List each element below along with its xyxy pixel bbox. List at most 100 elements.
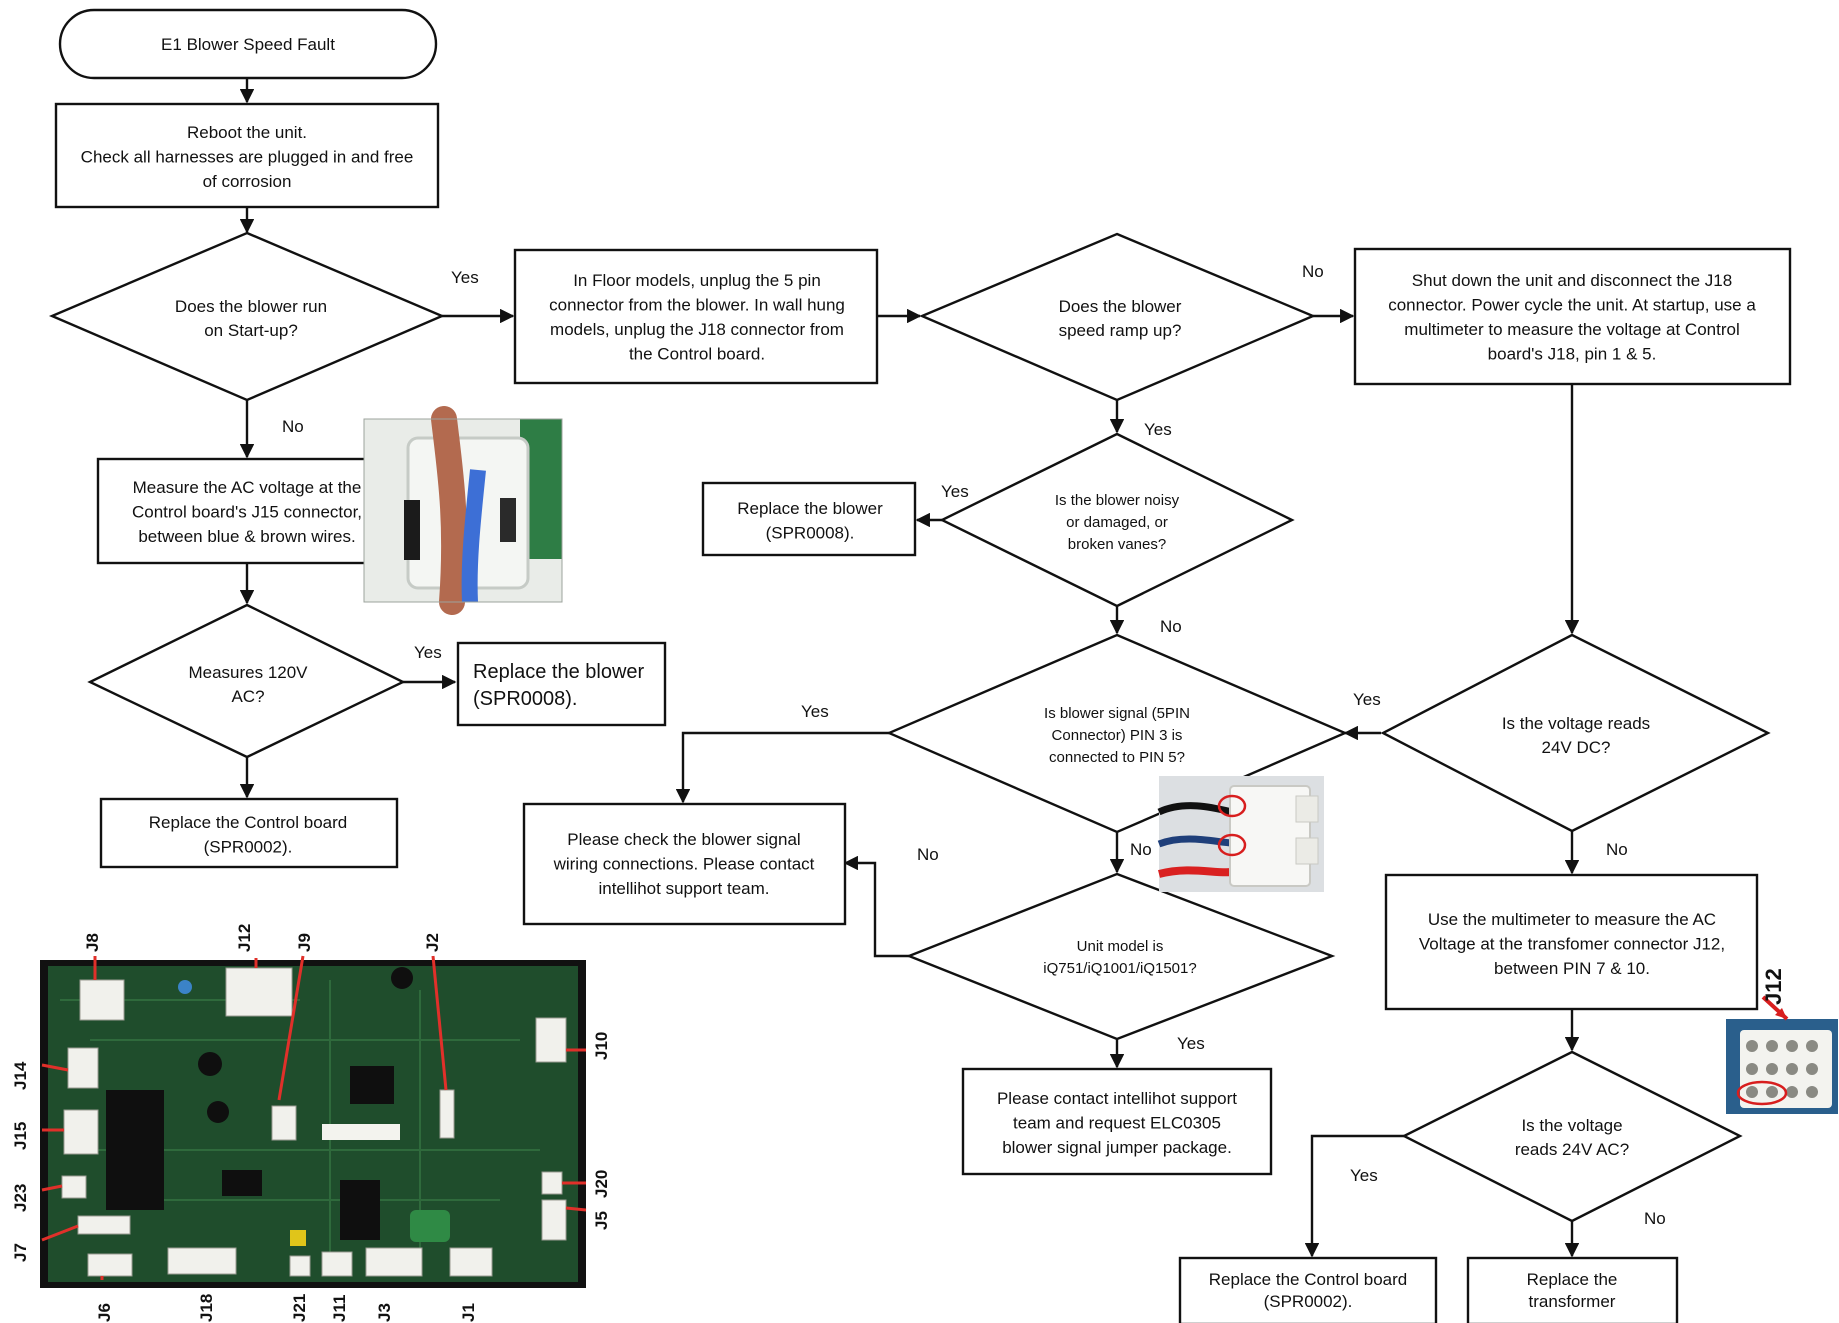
board-relay: [410, 1210, 450, 1242]
label-ramp-no: No: [1302, 262, 1324, 281]
text-line: Is the blower noisy: [1055, 492, 1180, 509]
red-wire: [1158, 866, 1233, 878]
text-line: or damaged, or: [1066, 514, 1168, 531]
process-box: [99, 797, 399, 869]
text-line: Is the voltage reads: [1502, 714, 1650, 733]
text-line: Please check the blower signal: [567, 830, 800, 849]
text-line: models, unplug the J18 connector from: [550, 320, 844, 339]
node-q-24vdc: Is the voltage reads 24V DC?: [1380, 633, 1771, 833]
node-replace-board-1-text: Replace the Control board(SPR0002).: [149, 813, 347, 857]
text-line: speed ramp up?: [1059, 321, 1182, 340]
label-model-yes: Yes: [1177, 1034, 1205, 1053]
clip-slot: [500, 498, 516, 542]
process-box: [456, 641, 667, 727]
decision-shape: [905, 872, 1336, 1041]
connector-tab: [1295, 837, 1319, 865]
text-line: team and request ELC0305: [1013, 1114, 1221, 1133]
label-24vdc-yes: Yes: [1353, 690, 1381, 709]
highlight-circle: [1217, 833, 1247, 857]
board-connectors: [61, 967, 567, 1277]
photo-j15-wires: [363, 406, 563, 615]
board-label-j2: J2: [423, 933, 442, 952]
text-line: between PIN 7 & 10.: [1494, 959, 1650, 978]
text-line: board's J18, pin 1 & 5.: [1488, 345, 1657, 364]
board-label-j3: J3: [375, 1303, 394, 1322]
node-q-24vdc-text: Is the voltage reads 24V DC?: [1502, 714, 1650, 757]
label-noisy-no: No: [1160, 617, 1182, 636]
connector-tab: [1295, 795, 1319, 823]
board-label-j18: J18: [197, 1294, 216, 1322]
text-line: transformer: [1529, 1292, 1616, 1311]
text-line: multimeter to measure the voltage at Con…: [1404, 320, 1739, 339]
text-line: AC?: [231, 687, 264, 706]
text-line: Reboot the unit.: [187, 123, 307, 142]
text-line: Does the blower run: [175, 297, 327, 316]
text-line: (SPR0008).: [766, 524, 855, 543]
node-replace-board-1: Replace the Control board(SPR0002).: [99, 797, 399, 869]
board-label-j15: J15: [11, 1122, 30, 1150]
node-shutdown-text: Shut down the unit and disconnect the J1…: [1388, 271, 1756, 364]
label-ramp-yes: Yes: [1144, 420, 1172, 439]
connector-lines: [239, 78, 1580, 1258]
text-line: the Control board.: [629, 345, 765, 364]
text-line: In Floor models, unplug the 5 pin: [573, 271, 821, 290]
decision-shape: [918, 232, 1317, 402]
process-box: [522, 802, 847, 926]
text-line: connector from the blower. In wall hung: [549, 296, 845, 315]
text-line: Measure the AC voltage at the: [133, 478, 362, 497]
text-line: (SPR0002).: [204, 838, 293, 857]
node-start: E1 Blower Speed Fault: [58, 8, 438, 80]
text-line: 24V DC?: [1542, 738, 1611, 757]
process-box: [1466, 1256, 1679, 1323]
decision-shape: [87, 603, 406, 759]
photo-j12-inset: J12: [1726, 968, 1838, 1114]
text-line: Replace the: [1527, 1270, 1618, 1289]
photo-control-board: J8 J12 J9 J2 J10 J14 J15 J23 J7 J20 J5 J…: [11, 924, 611, 1322]
process-box: [96, 457, 374, 565]
text-line: Replace the blower: [737, 499, 883, 518]
node-q-run: Does the blower run on Start-up?: [48, 231, 446, 402]
node-q-120v: Measures 120V AC?: [87, 603, 406, 759]
node-reboot-text: Reboot the unit.Check all harnesses are …: [81, 123, 414, 191]
brown-wire: [431, 406, 468, 615]
text-line: Measures 120V: [188, 663, 308, 682]
text-line: broken vanes?: [1068, 536, 1166, 553]
board-jack-labels: J8 J12 J9 J2 J10 J14 J15 J23 J7 J20 J5 J…: [11, 924, 611, 1322]
board-label-j11: J11: [330, 1295, 349, 1322]
board-label-j23: J23: [11, 1184, 30, 1212]
text-line: (SPR0002).: [1264, 1292, 1353, 1311]
board-inductor: [290, 1230, 306, 1246]
text-line: Is the voltage: [1521, 1116, 1622, 1135]
edge-labels: Yes No No Yes Yes No Yes Yes No Yes No N…: [282, 262, 1666, 1228]
node-reboot: Reboot the unit.Check all harnesses are …: [54, 102, 440, 209]
label-signal-yes: Yes: [801, 702, 829, 721]
highlight-circle: [1736, 1080, 1788, 1106]
board-label-j20: J20: [592, 1170, 611, 1198]
text-line: Replace the blower: [473, 661, 645, 683]
text-line: of corrosion: [203, 172, 292, 191]
text-line: Replace the Control board: [1209, 1270, 1407, 1289]
node-replace-board-2-text: Replace the Control board (SPR0002).: [1209, 1270, 1407, 1311]
text-line: Unit model is: [1077, 938, 1164, 955]
edge-q-24vac-yes: [1304, 1134, 1404, 1258]
terminal-shape: [58, 8, 438, 80]
board-label-j14: J14: [11, 1061, 30, 1090]
label-noisy-yes: Yes: [941, 482, 969, 501]
text-line: on Start-up?: [204, 321, 298, 340]
decision-shape: [48, 231, 446, 402]
connector-pins: [1746, 1040, 1818, 1098]
text-line: connector. Power cycle the unit. At star…: [1388, 296, 1756, 315]
board-label-j8: J8: [83, 933, 102, 952]
node-replace-blower-2: Replace the blower(SPR0008).: [456, 641, 667, 727]
text-line: Voltage at the transfomer connector J12,: [1419, 935, 1725, 954]
label-120v-yes: Yes: [414, 643, 442, 662]
edge-q-signal-yes: [675, 731, 889, 804]
node-unplug: In Floor models, unplug the 5 pin connect…: [513, 248, 879, 385]
label-24vac-no: No: [1644, 1209, 1666, 1228]
